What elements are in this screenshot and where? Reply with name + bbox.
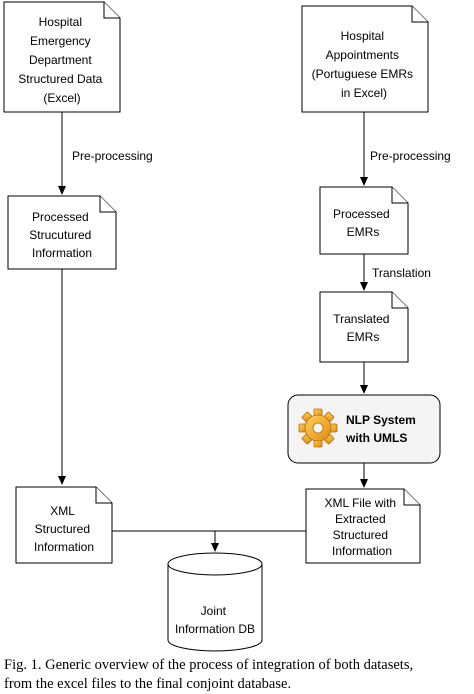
svg-text:Hospital Appointments: Hospital Appointments (Portuguese EMRs i… — [312, 29, 417, 100]
nlp-system-node: NLP System with UMLS — [287, 394, 441, 464]
processed-structured-line-1: Processed — [32, 210, 89, 224]
translation-label: Translation — [372, 266, 431, 280]
svg-text:Processed Strucutured: Processed Strucutured Information — [29, 210, 94, 260]
processed-emrs-line-1: Processed — [333, 207, 390, 221]
figure-caption: Fig. 1. Generic overview of the process … — [4, 656, 474, 694]
joint-db-line-2: Information DB — [175, 622, 255, 636]
svg-text:Translated EMRs: Translated EMRs — [333, 312, 393, 344]
translated-emrs-line-1: Translated — [333, 312, 389, 326]
nlp-line-1: NLP System — [346, 413, 416, 427]
svg-text:NLP System with UMLS: NLP System with UMLS — [345, 413, 419, 445]
processed-emrs-line-2: EMRs — [347, 225, 380, 239]
hospital-ed-line-4: Structured Data — [18, 72, 102, 86]
svg-text:Processed EMRs: Processed EMRs — [333, 207, 393, 239]
preprocessing-left-label: Pre-processing — [72, 149, 153, 163]
hospital-ed-line-2: Emergency — [30, 34, 91, 48]
joint-db-node: Joint Information DB — [167, 552, 263, 652]
xml-structured-line-2: Structured — [35, 522, 90, 536]
hospital-appt-line-3: (Portuguese EMRs — [312, 67, 413, 81]
hospital-ed-line-1: Hospital — [39, 15, 82, 29]
processed-structured-node: Processed Strucutured Information — [7, 195, 117, 270]
gear-icon — [298, 408, 338, 448]
flow-diagram: Hospital Emergency Department Structured… — [3, 1, 451, 652]
svg-text:Hospital Emergency: Hospital Emergency Department Structured… — [18, 15, 105, 105]
xml-structured-node: XML Structured Information — [15, 486, 113, 564]
xml-structured-line-1: XML — [50, 504, 75, 518]
processed-structured-line-2: Strucutured — [29, 228, 91, 242]
xml-file-line-4: Information — [332, 544, 392, 558]
xml-file-line-2: Extracted — [335, 512, 386, 526]
translated-emrs-line-2: EMRs — [347, 330, 380, 344]
processed-emrs-node: Processed EMRs — [319, 186, 409, 255]
hospital-appt-node: Hospital Appointments (Portuguese EMRs i… — [301, 5, 429, 113]
svg-text:Joint Information DB: Joint Information DB — [175, 604, 255, 636]
hospital-appt-line-2: Appointments — [326, 48, 399, 62]
caption-line-2: from the excel files to the final conjoi… — [4, 676, 292, 692]
xml-file-line-3: Structured — [333, 528, 388, 542]
hospital-appt-line-1: Hospital — [341, 29, 384, 43]
xml-structured-line-3: Information — [34, 540, 94, 554]
svg-text:XML File with Extracted: XML File with Extracted Structured Infor… — [325, 496, 400, 558]
xml-file-line-1: XML File with — [325, 496, 397, 510]
caption-line-1: Fig. 1. Generic overview of the process … — [4, 657, 414, 673]
hospital-ed-line-5: (Excel) — [43, 91, 80, 105]
processed-structured-line-3: Information — [32, 246, 92, 260]
joint-db-line-1: Joint — [201, 604, 227, 618]
hospital-ed-line-3: Department — [29, 53, 92, 67]
translated-emrs-node: Translated EMRs — [319, 291, 409, 363]
xml-file-node: XML File with Extracted Structured Infor… — [305, 488, 421, 564]
nlp-line-2: with UMLS — [345, 431, 407, 445]
svg-text:XML Structured Inf: XML Structured Information — [34, 504, 94, 554]
hospital-ed-node: Hospital Emergency Department Structured… — [3, 1, 121, 113]
hospital-appt-line-4: in Excel) — [341, 86, 387, 100]
preprocessing-right-label: Pre-processing — [370, 149, 451, 163]
